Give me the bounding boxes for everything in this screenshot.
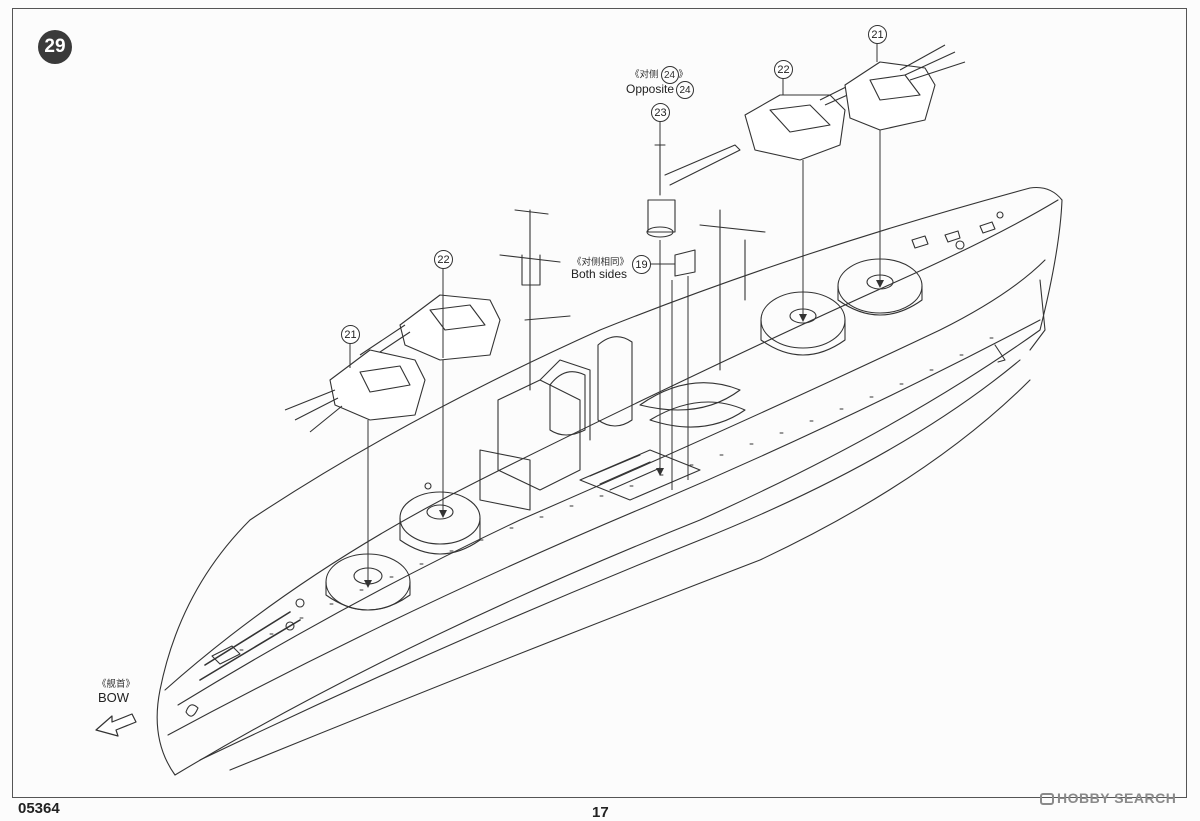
hull-outline [156,186,1063,776]
callout-23: 23 [651,103,670,122]
turret-21-right-body [844,61,936,131]
turret-22-left-body [399,294,501,361]
watermark-logo-icon [1040,793,1054,805]
page-number: 17 [592,804,609,821]
turret-22-right-body [744,94,846,161]
both-sides-label: Both sides [571,267,628,281]
callout-22-forward: 22 [434,250,453,269]
turret-21-left-body [329,349,426,421]
bow-label-cn: 《舰首》 [97,679,136,690]
callout-24: 24 [676,81,695,99]
callout-24-cn: 24 [660,66,679,84]
deck-edge [164,199,1059,691]
step-number-badge: 29 [38,30,72,64]
both-sides-label-cn: 《对侧相同》 [572,257,630,268]
callout-21-aft: 21 [868,25,887,44]
callout-19: 19 [632,255,651,274]
page-border [12,8,1187,798]
watermark: HOBBY SEARCH [1040,790,1176,806]
bow-arrow [95,713,137,737]
callout-22-aft: 22 [774,60,793,79]
kit-code: 05364 [18,800,60,817]
bow-label: BOW [98,690,130,705]
callout-21-forward: 21 [341,325,360,344]
